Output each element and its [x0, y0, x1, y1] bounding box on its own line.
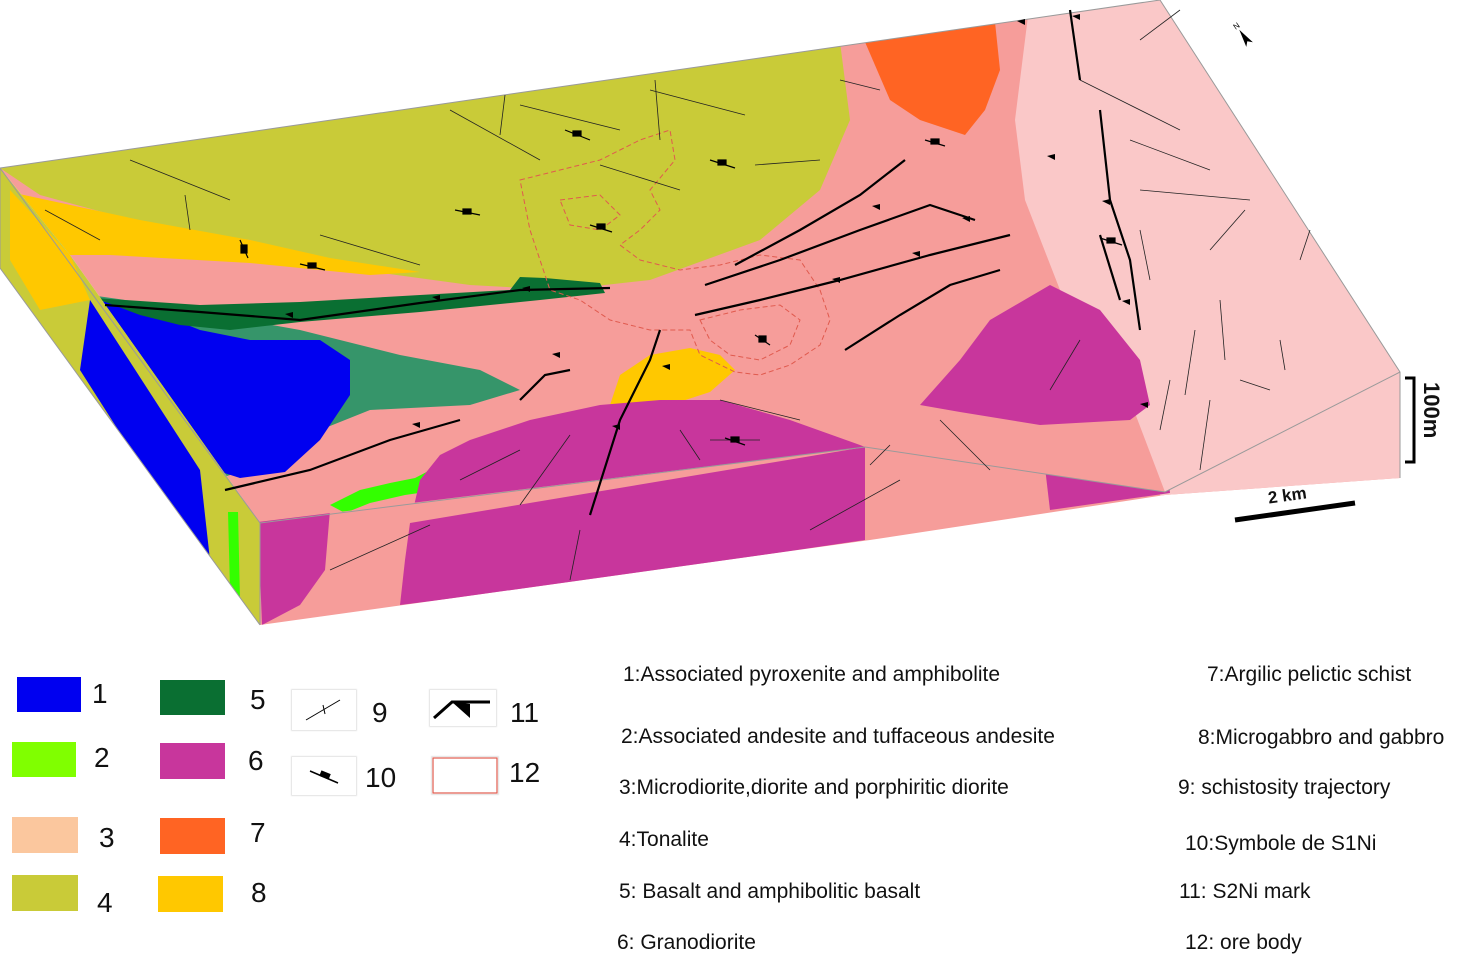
legend-number-2: 2	[94, 742, 110, 773]
legend-symbol-12	[432, 757, 498, 794]
schistosity-trajectory-icon	[305, 699, 341, 721]
front-granodiorite-central	[400, 447, 865, 605]
legend-number-10: 10	[365, 762, 397, 793]
legend-swatch-8	[158, 876, 223, 912]
legend-description: 5: Basalt and amphibolitic basalt	[619, 880, 921, 903]
geological-block-diagram: N	[0, 0, 1416, 626]
legend-number-3: 3	[99, 822, 115, 853]
legend-symbol-9	[292, 690, 356, 730]
north-arrow-label: N	[1232, 21, 1242, 32]
legend-number-9: 9	[372, 697, 388, 728]
legend-swatch-2	[12, 742, 76, 777]
legend-symbol-10	[292, 757, 356, 795]
side-pyroxenite	[80, 300, 210, 560]
north-arrow-icon: N	[1232, 21, 1253, 47]
front-granodiorite-west	[258, 510, 330, 625]
legend-number-8: 8	[251, 877, 267, 908]
legend-description: 8:Microgabbro and gabbro	[1198, 726, 1445, 749]
tonalite-unit	[0, 42, 850, 290]
s2ni-mark-icon	[433, 700, 490, 720]
map-top-surface	[0, 0, 1400, 523]
legend-number-6: 6	[248, 745, 264, 776]
ore-body-outline	[519, 129, 831, 376]
vertical-scale-label: 100m	[1419, 382, 1444, 439]
legend-swatch-6	[160, 743, 225, 779]
legend-description: 6: Granodiorite	[617, 931, 756, 954]
ore-body-icon	[432, 757, 498, 794]
side-microgabbro	[10, 190, 90, 310]
side-andesite	[228, 512, 240, 600]
legend-number-1: 1	[92, 678, 108, 709]
legend-description: 1:Associated pyroxenite and amphibolite	[623, 663, 1001, 686]
andesite-lens-unit	[330, 465, 450, 513]
pyroxenite-unit	[80, 300, 350, 523]
legend-description: 9: schistosity trajectory	[1178, 776, 1391, 799]
legend-swatch-3	[12, 817, 78, 853]
granodiorite-east-unit	[920, 285, 1150, 425]
legend-swatch-7	[160, 818, 225, 854]
legend-description: 3:Microdiorite,diorite and porphiritic d…	[619, 776, 1009, 799]
microgabbro-west-unit	[10, 192, 420, 310]
legend-description: 11: S2Ni mark	[1179, 880, 1311, 903]
legend-swatch-4	[12, 875, 78, 911]
legend-number-11: 11	[510, 697, 540, 728]
schist-unit	[865, 22, 1000, 135]
legend-number-12: 12	[509, 757, 541, 788]
s1ni-symbols	[239, 129, 1123, 446]
legend-description: 4:Tonalite	[619, 828, 709, 851]
legend-swatch-5	[160, 680, 225, 715]
legend-description: 10:Symbole de S1Ni	[1185, 832, 1377, 855]
s1ni-symbol-icon	[309, 770, 339, 784]
s2ni-marks	[285, 14, 1148, 430]
vertical-scale-bar	[1405, 376, 1416, 464]
basalt-unit	[95, 277, 605, 330]
block-outline	[0, 0, 1401, 626]
legend-number-7: 7	[250, 817, 266, 848]
schistosity-trajectories	[44, 9, 1311, 581]
legend-description: 12: ore body	[1185, 931, 1302, 954]
legend-number-5: 5	[250, 684, 266, 715]
legend-description: 2:Associated andesite and tuffaceous and…	[621, 725, 1055, 748]
legend-symbol-11	[430, 690, 496, 726]
legend-swatch-1	[17, 677, 81, 712]
legend-number-4: 4	[97, 887, 113, 918]
legend-description: 7:Argilic pelictic schist	[1207, 663, 1412, 686]
horizontal-scale-bar	[1234, 500, 1356, 523]
